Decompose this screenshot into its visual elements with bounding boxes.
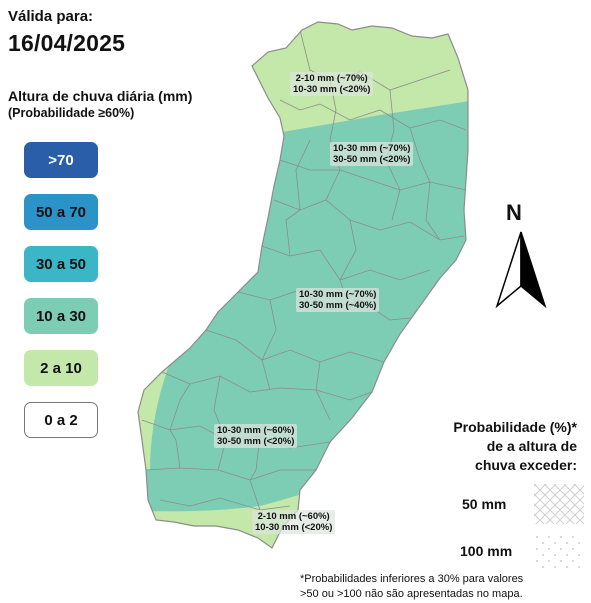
map-label-line: 30-50 mm (<20%) (217, 436, 295, 447)
legend-item-label: 10 a 30 (35, 307, 87, 325)
legend-item-label: 2 a 10 (40, 359, 82, 377)
legend-item-2-10: 2 a 10 (24, 350, 98, 386)
legend-item-10-30: 10 a 30 (24, 298, 98, 334)
map-label-line: 2-10 mm (~60%) (257, 511, 330, 522)
legend-item-label: >70 (48, 151, 74, 169)
map-label-line: 30-50 mm (<20%) (333, 154, 411, 165)
legend-item-0-2: 0 a 2 (24, 402, 98, 438)
probability-label-100mm: 100 mm (460, 543, 513, 559)
map-label-north: 2-10 mm (~70%) 10-30 mm (<20%) (290, 72, 374, 96)
map-label-south: 2-10 mm (~60%) 10-30 mm (<20%) (252, 510, 336, 534)
probability-legend-title: Probabilidade (%)* de a altura de chuva … (407, 418, 577, 475)
legend-subtitle: (Probabilidade ≥60%) (8, 106, 135, 120)
legend-item-30-50: 30 a 50 (24, 246, 98, 282)
pattern-crosshatch-swatch (534, 484, 584, 524)
north-label: N (506, 200, 522, 225)
pattern-dots-swatch (534, 534, 584, 570)
legend-item-label: 30 a 50 (35, 255, 87, 273)
map-label-line: 10-30 mm (~70%) (333, 143, 411, 154)
valid-date: 16/04/2025 (8, 30, 126, 56)
footnote: *Probabilidades inferiores a 30% para va… (300, 572, 523, 602)
valid-for-label: Válida para: (8, 8, 94, 25)
map-label-line: 30-50 mm (~40%) (299, 300, 377, 311)
legend-item-gt70: >70 (24, 142, 98, 178)
map-label-line: 2-10 mm (~70%) (295, 73, 368, 84)
map-label-line: 10-30 mm (<20%) (255, 522, 333, 533)
footnote-line: *Probabilidades inferiores a 30% para va… (300, 573, 524, 585)
map-label-line: 10-30 mm (<20%) (293, 84, 371, 95)
legend-title: Altura de chuva diária (mm) (8, 88, 193, 104)
zone-west-2-10 (138, 368, 168, 470)
legend-item-label: 50 a 70 (35, 203, 87, 221)
legend-item-50-70: 50 a 70 (24, 194, 98, 230)
probability-label-50mm: 50 mm (462, 496, 507, 512)
footnote-line: >50 ou >100 não são apresentadas no mapa… (300, 588, 523, 600)
map-label-line: 10-30 mm (~70%) (299, 289, 377, 300)
map-label-line: 10-30 mm (~60%) (217, 425, 295, 436)
probability-title-line: de a altura de (486, 438, 577, 454)
probability-title-line: Probabilidade (%)* (453, 419, 577, 435)
map-label-southwest: 10-30 mm (~60%) 30-50 mm (<20%) (214, 424, 298, 448)
legend-item-label: 0 a 2 (44, 411, 78, 429)
north-arrow-icon (495, 231, 547, 309)
probability-title-line: chuva exceder: (475, 457, 577, 473)
map-label-northeast: 10-30 mm (~70%) 30-50 mm (<20%) (330, 142, 414, 166)
map-label-center: 10-30 mm (~70%) 30-50 mm (~40%) (296, 288, 380, 312)
